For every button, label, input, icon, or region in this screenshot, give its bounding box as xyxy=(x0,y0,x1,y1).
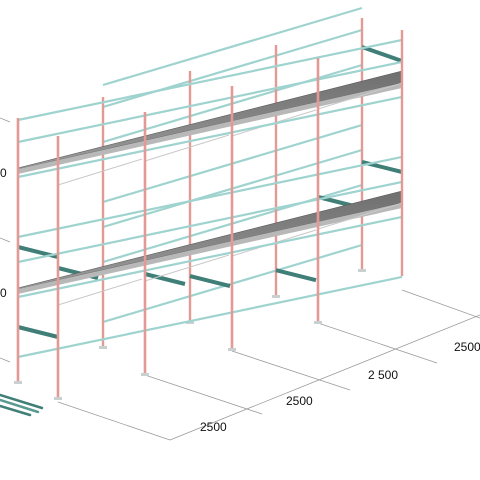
base-plate xyxy=(141,373,149,376)
front-standards xyxy=(14,30,404,400)
transom xyxy=(17,325,59,339)
front-ledger xyxy=(17,60,403,144)
deck-joint xyxy=(57,278,143,306)
transom xyxy=(361,45,403,63)
deck-surface xyxy=(17,190,403,290)
base-plate xyxy=(186,321,194,324)
deck-edge xyxy=(18,202,402,294)
base-plate xyxy=(14,381,22,384)
transom xyxy=(189,274,231,289)
base-plate xyxy=(54,397,62,400)
front-ledger xyxy=(17,215,403,299)
dimension-label-left-lower: 0 xyxy=(0,286,7,300)
transom xyxy=(144,272,186,286)
base-plate xyxy=(228,348,236,351)
dimension-label-bay-3: 2 500 xyxy=(368,368,398,382)
deck-edge xyxy=(18,82,402,174)
back-ledger xyxy=(102,6,363,87)
dimension-label-left-upper: 0 xyxy=(0,166,7,180)
deck-joint xyxy=(57,158,143,186)
dimension-label-bay-1: 2500 xyxy=(200,420,227,434)
front-ledger xyxy=(17,275,403,359)
front-ledger xyxy=(17,155,403,239)
transom xyxy=(275,268,317,283)
front-ledger xyxy=(17,95,403,179)
base-plate xyxy=(272,295,280,298)
front-ledgers xyxy=(17,38,403,359)
deck-joint xyxy=(317,202,403,230)
front-ledger xyxy=(17,180,403,264)
deck-joint xyxy=(144,134,230,162)
front-frame xyxy=(14,30,404,400)
dimension-lines xyxy=(0,117,480,441)
front-ledger xyxy=(17,38,403,122)
platform-decks xyxy=(17,70,403,306)
deck-joint xyxy=(317,82,403,110)
base-plate xyxy=(314,321,322,324)
dimension-label-bay-4: 2500 xyxy=(454,340,480,354)
base-plate xyxy=(99,346,107,349)
back-standards xyxy=(99,18,366,349)
dimension-label-bay-2: 2500 xyxy=(286,394,313,408)
loose-tubes xyxy=(0,393,44,417)
base-plate xyxy=(358,269,366,272)
deck-joint xyxy=(144,254,230,282)
